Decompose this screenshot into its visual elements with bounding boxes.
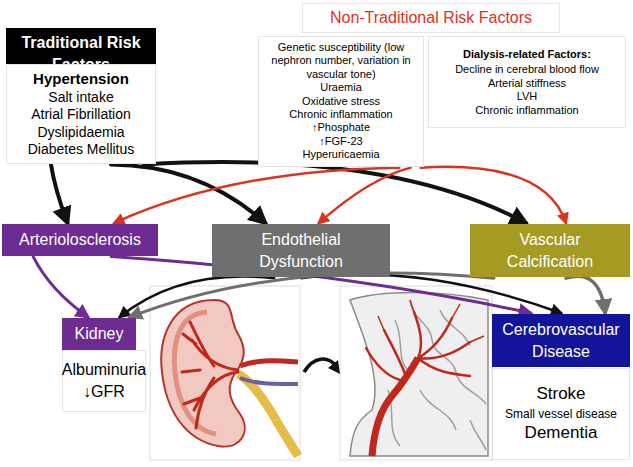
node-text: Uraemia (320, 81, 362, 94)
brain-drawing (350, 293, 488, 457)
node-text: Endothelial Dysfunction (218, 229, 384, 272)
outcome-box: StrokeSmall vessel diseaseDementia (492, 368, 630, 460)
node-text: ↑FGF-23 (319, 135, 362, 148)
node-text: Vascular Calcification (476, 229, 624, 272)
node-text: Atrial Fibrillation (31, 106, 131, 124)
risk-list-box: HypertensionSalt intakeAtrial Fibrillati… (6, 64, 156, 164)
node-text: Hypertension (33, 69, 129, 89)
node-text: Small vessel disease (505, 406, 617, 423)
node-text: Chronic inflammation (289, 108, 392, 121)
node-text: Dementia (525, 422, 598, 445)
outcome-box: Albuminuria↓GFR (62, 350, 146, 412)
node-text: Albuminuria (62, 359, 146, 381)
node-text: Kidney (75, 323, 124, 345)
brain-panel (340, 286, 492, 460)
connector-arrow (301, 274, 561, 313)
node-text: Oxidative stress (302, 95, 380, 108)
organ-header: Kidney (62, 318, 136, 350)
mechanism-band: Arteriolosclerosis (2, 224, 158, 256)
arrow-head (328, 360, 340, 374)
node-text: Dyslipidaemia (37, 124, 124, 142)
node-text: Arteriolosclerosis (19, 229, 141, 251)
connector-arrow (33, 257, 88, 317)
organ-header: Cerebrovascular Disease (492, 314, 630, 367)
node-text: Chronic inflammation (475, 104, 578, 117)
node-text: Arterial stiffness (488, 77, 566, 90)
node-text: Stroke (536, 383, 585, 406)
connector-arrow (130, 273, 494, 317)
risk-header: Non-Traditional Risk Factors (302, 3, 560, 33)
connector-arrow (114, 168, 399, 223)
node-text: LVH (517, 90, 538, 103)
connector-arrow (566, 276, 605, 313)
node-text: Salt intake (48, 89, 113, 107)
node-text: Non-Traditional Risk Factors (330, 7, 532, 29)
node-text: Cerebrovascular Disease (498, 319, 624, 362)
node-text: Diabetes Mellitus (28, 141, 135, 159)
node-text: ↑Phosphate (312, 121, 370, 134)
kidney-panel (150, 286, 300, 460)
kidney-drawing (161, 300, 298, 456)
node-text: Dialysis-related Factors: (463, 47, 591, 61)
mechanism-band: Endothelial Dysfunction (212, 224, 390, 277)
connector-arrow (51, 165, 68, 224)
connector-arrow (421, 167, 566, 223)
node-text: Decline in cerebral blood flow (455, 63, 599, 76)
risk-list-box: Genetic susceptibility (low nephron numb… (258, 36, 424, 167)
risk-list-box: Dialysis-related Factors: Decline in cere… (428, 36, 626, 128)
mechanism-band: Vascular Calcification (470, 224, 630, 277)
node-text: ↓GFR (83, 381, 125, 403)
node-text: Genetic susceptibility (low nephron numb… (264, 41, 418, 81)
node-text: Hyperuricaemia (302, 148, 379, 161)
connector-arrow (319, 168, 411, 223)
